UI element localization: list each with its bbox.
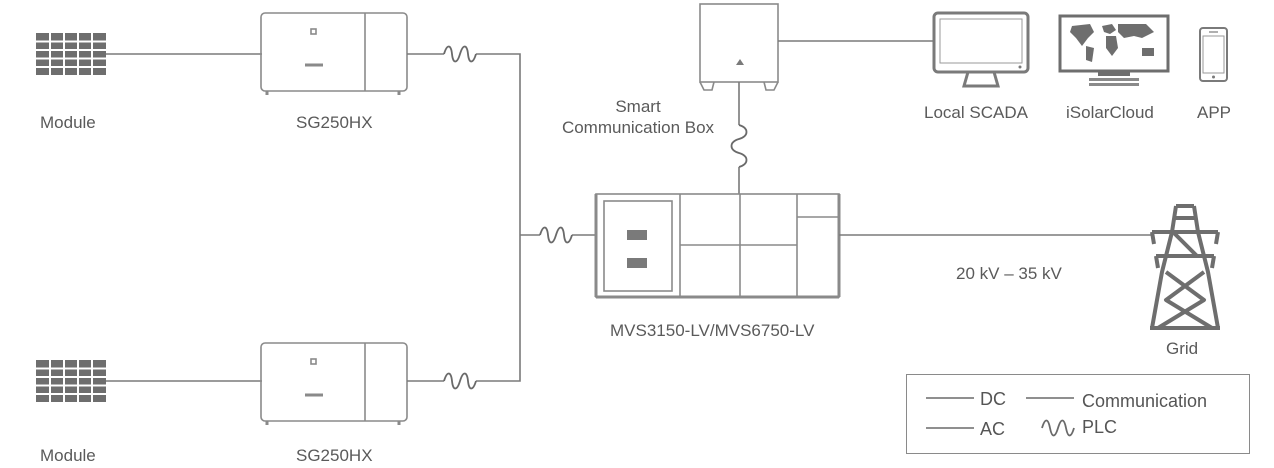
mvs-label: MVS3150-LV/MVS6750-LV	[610, 321, 815, 340]
plc-wave-icon	[730, 124, 748, 168]
plc-wave-icon	[443, 372, 477, 390]
inverter-icon	[259, 341, 409, 427]
comm-box-label-line2: Communication Box	[561, 118, 715, 137]
inverter-label: SG250HX	[296, 446, 373, 465]
transmission-tower-icon	[1150, 204, 1220, 330]
legend-dc-label: DC	[980, 389, 1006, 409]
monitor-icon	[932, 11, 1030, 88]
smartphone-icon	[1199, 27, 1228, 82]
legend-communication-label: Communication	[1082, 391, 1208, 411]
legend	[906, 374, 1250, 454]
local-scada-label: Local SCADA	[924, 103, 1028, 122]
inverter-label: SG250HX	[296, 113, 373, 132]
inverter-icon	[259, 11, 409, 97]
ac-bus	[407, 53, 597, 382]
comm-box-label-line1: Smart	[615, 97, 661, 116]
plc-wave-icon	[443, 45, 477, 63]
plc-wave-icon	[539, 226, 573, 244]
isolarcloud-label: iSolarCloud	[1066, 103, 1154, 122]
app-label: APP	[1197, 103, 1232, 122]
world-map-icon	[1058, 14, 1170, 86]
legend-plc-label: PLC	[1082, 417, 1118, 437]
module-label: Module	[40, 113, 96, 132]
medium-voltage-station-icon	[594, 193, 841, 299]
module-label: Module	[40, 446, 96, 465]
legend-plc-wave-icon	[1041, 419, 1075, 437]
solar-module-icon	[35, 359, 107, 403]
legend-ac-label: AC	[980, 419, 1006, 439]
grid-label: Grid	[1166, 339, 1199, 358]
communication-box-icon	[699, 3, 779, 91]
voltage-label: 20 kV – 35 kV	[956, 264, 1062, 283]
solar-module-icon	[35, 32, 107, 76]
